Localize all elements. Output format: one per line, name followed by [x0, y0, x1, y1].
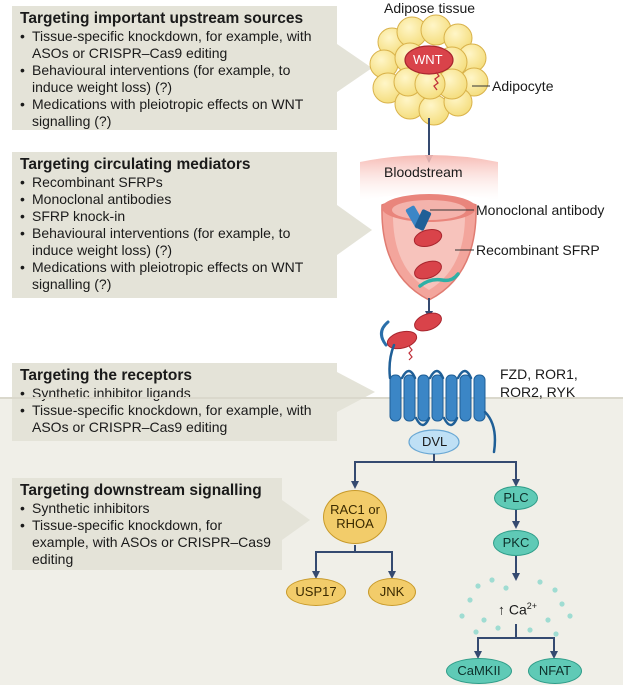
monoclonal-antibody-shape	[405, 205, 432, 231]
box-receptors: Targeting the receptors Synthetic inhibi…	[12, 363, 337, 441]
bloodstream-label: Bloodstream	[384, 164, 463, 180]
box-circulating-item: SFRP knock-in	[20, 208, 329, 225]
adipose-tissue-label: Adipose tissue	[384, 0, 476, 16]
wnt-ellipse	[404, 45, 454, 75]
rac1-rhoa-node: RAC1 or RHOA	[323, 490, 387, 544]
receptors-label-line1: FZD, ROR1,	[500, 366, 578, 382]
wnt-ligand	[414, 312, 442, 332]
box-upstream-item: Medications with pleiotropic effects on …	[20, 96, 329, 130]
rac1-label-line2: RHOA	[336, 516, 374, 531]
nfat-label: NFAT	[538, 663, 572, 678]
camkii-label: CaMKII	[457, 663, 501, 678]
arrow-dvl-to-rac1	[351, 454, 435, 489]
box-pointer	[282, 500, 310, 540]
pkc-label: PKC	[502, 535, 530, 550]
jnk-node: JNK	[368, 578, 416, 606]
box-circulating-title: Targeting circulating mediators	[20, 156, 251, 173]
box-circulating-item: Recombinant SFRPs	[20, 174, 329, 191]
box-pointer	[337, 205, 372, 255]
box-downstream-item: Tissue-specific knockdown, for example, …	[20, 517, 274, 568]
receptor-coreceptor-tail	[380, 320, 390, 347]
plc-label: PLC	[503, 490, 529, 505]
arrow-dvl-to-plc	[434, 461, 520, 487]
usp17-label: USP17	[295, 584, 337, 599]
arrow-calcium-to-camkii	[474, 624, 517, 659]
box-upstream-title: Targeting important upstream sources	[20, 10, 304, 27]
arrow-rac1-to-usp17	[312, 545, 356, 579]
plc-node: PLC	[494, 486, 538, 510]
camkii-node: CaMKII	[446, 658, 512, 684]
bloodstream-halo	[360, 155, 498, 200]
dvl-label: DVL	[422, 434, 448, 449]
box-upstream-item: Tissue-specific knockdown, for example, …	[20, 28, 329, 62]
monoclonal-antibody-label: Monoclonal antibody	[476, 202, 605, 218]
receptor-seven-transmembrane	[389, 374, 486, 422]
wnt-squiggle	[433, 71, 440, 91]
calcium-ion-dots	[459, 577, 573, 637]
calcium-charge: 2+	[526, 601, 538, 611]
box-upstream-sources: Targeting important upstream sources Tis…	[12, 6, 337, 130]
box-circulating-item: Medications with pleiotropic effects on …	[20, 259, 329, 293]
box-receptors-item: Tissue-specific knockdown, for example, …	[20, 402, 329, 436]
wnt-squiggle	[408, 345, 413, 361]
recombinant-sfrp-label: Recombinant SFRP	[476, 242, 600, 258]
box-pointer	[337, 372, 375, 412]
box-circulating-item: Monoclonal antibodies	[20, 191, 329, 208]
wnt-ligand	[386, 330, 418, 350]
box-upstream-item: Behavioural interventions (for example, …	[20, 62, 329, 96]
arrow-calcium-to-nfat	[516, 637, 558, 659]
box-downstream-title: Targeting downstream signalling	[20, 482, 262, 499]
box-pointer	[337, 44, 372, 92]
wnt-with-sfrp	[414, 260, 442, 280]
box-downstream-item: Synthetic inhibitors	[20, 500, 274, 517]
calcium-label-text: ↑ Ca	[498, 601, 527, 618]
adipocyte-label: Adipocyte	[492, 78, 554, 94]
receptor-loops	[388, 343, 497, 454]
recombinant-sfrp-shape	[418, 272, 460, 288]
box-receptors-title: Targeting the receptors	[20, 367, 192, 384]
box-circulating-mediators: Targeting circulating mediators Recombin…	[12, 152, 337, 298]
rac1-label-line1: RAC1 or	[330, 502, 380, 517]
box-circulating-item: Behavioural interventions (for example, …	[20, 225, 329, 259]
calcium-label: ↑ Ca2+	[498, 598, 537, 618]
jnk-label: JNK	[379, 584, 405, 599]
usp17-node: USP17	[286, 578, 346, 606]
arrow-rac1-to-jnk	[355, 551, 396, 579]
bloodstream-vessel-illustration	[381, 194, 477, 301]
wnt-label: WNT	[413, 52, 443, 67]
pkc-node: PKC	[493, 530, 539, 556]
wnt-in-bloodstream	[413, 228, 443, 248]
nfat-node: NFAT	[528, 658, 582, 684]
receptors-label-line2: ROR2, RYK	[500, 384, 576, 400]
box-downstream-signalling: Targeting downstream signalling Syntheti…	[12, 478, 282, 570]
